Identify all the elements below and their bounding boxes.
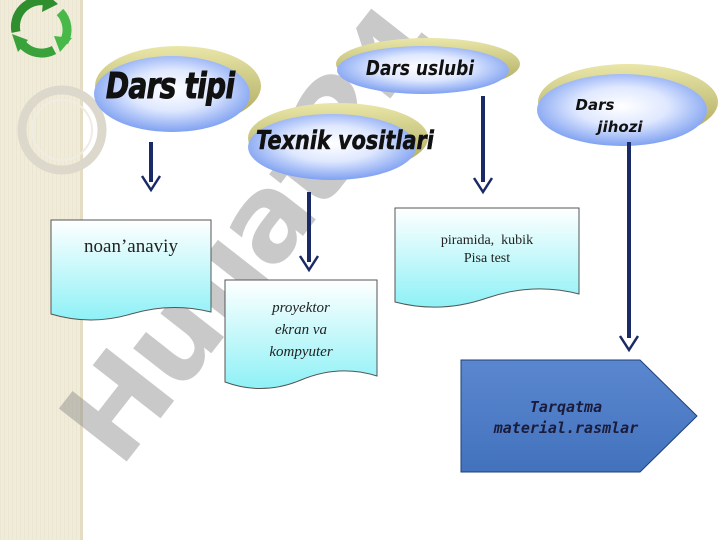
box-piramida-line1: piramida, kubik <box>440 233 534 248</box>
arrow-dars-tipi <box>140 142 162 193</box>
box-noananaviy <box>50 219 212 321</box>
arrow-dars-jihozi <box>618 142 640 353</box>
node-dars-tipi-label: Dars tipi <box>105 66 235 108</box>
box-piramida <box>394 207 580 308</box>
node-dars-jihozi-line2: jihozi <box>597 118 643 136</box>
box-proyektor <box>224 279 378 390</box>
arrow-dars-uslubi <box>472 96 494 195</box>
box-noananaviy-text: noan’anaviy <box>84 236 178 257</box>
box-tarqatma-line2: material.rasmlar <box>493 419 639 437</box>
decorative-ring <box>17 85 107 175</box>
box-tarqatma <box>460 359 698 473</box>
oval-texnik-vositalari <box>248 103 428 180</box>
box-proyektor-line1: proyektor <box>272 300 330 316</box>
box-tarqatma-line1: Tarqatma <box>529 398 603 416</box>
node-dars-jihozi-line1: Dars <box>575 96 615 114</box>
recycle-icon <box>10 0 72 58</box>
oval-dars-tipi <box>94 46 261 132</box>
box-proyektor-line2: ekran va <box>274 322 328 338</box>
box-piramida-line2: Pisa test <box>463 251 511 266</box>
node-texnik-vositalari-label: Texnik vositlari <box>256 126 434 157</box>
node-dars-uslubi-label: Dars uslubi <box>365 56 475 80</box>
oval-dars-uslubi <box>336 38 520 94</box>
oval-dars-jihozi <box>537 64 718 146</box>
box-proyektor-line3: kompyuter <box>269 344 333 360</box>
arrow-texnik-vositalari <box>298 192 320 273</box>
